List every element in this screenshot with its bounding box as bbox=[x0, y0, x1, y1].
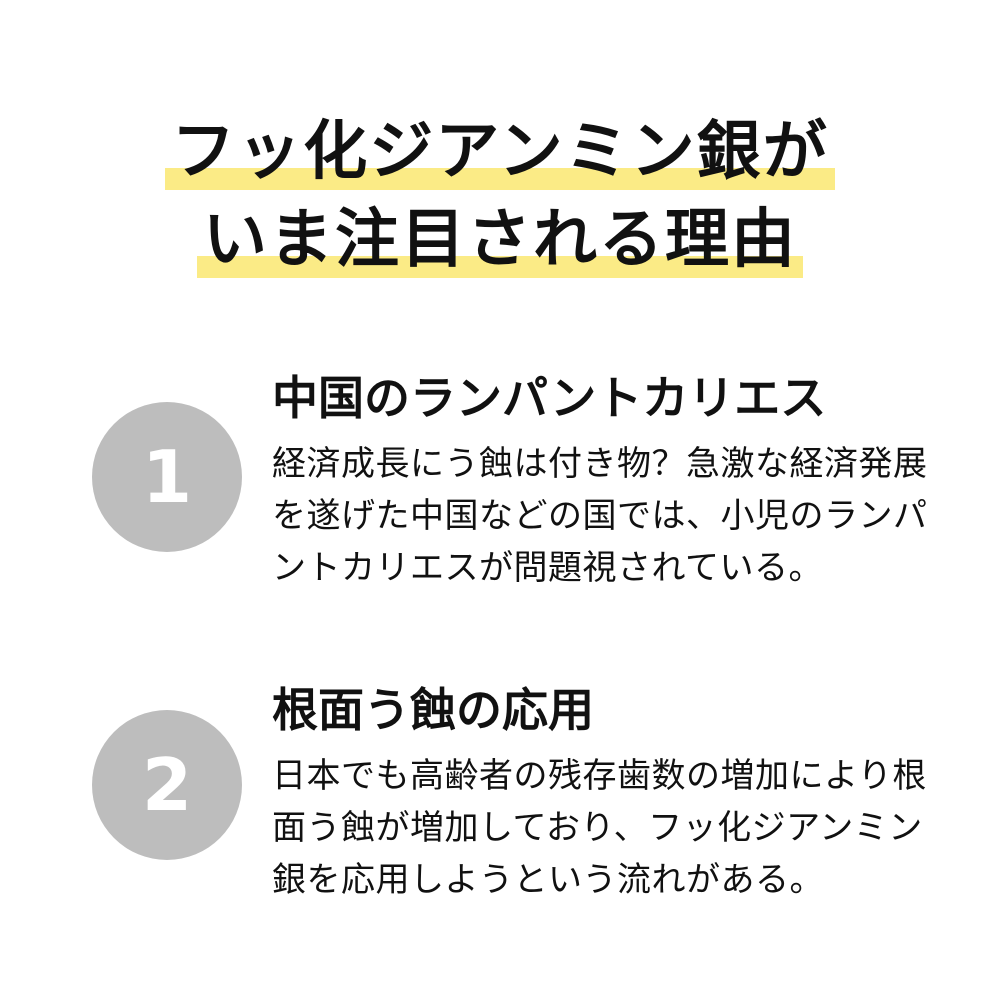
number-badge-1: 1 bbox=[92, 402, 242, 552]
title-line-2: いま注目される理由 bbox=[197, 196, 803, 284]
reason-body-2: 日本でも高齢者の残存歯数の増加により根面う蝕が増加しており、フッ化ジアンミン銀を… bbox=[272, 756, 927, 900]
title-line-1-text: フッ化ジアンミン銀が bbox=[171, 115, 829, 189]
title-highlight bbox=[197, 256, 803, 278]
title-line-1: フッ化ジアンミン銀が bbox=[165, 108, 835, 196]
page-title: フッ化ジアンミン銀が いま注目される理由 bbox=[0, 108, 1000, 284]
reason-heading-2: 根面う蝕の応用 bbox=[272, 683, 594, 737]
reason-body-1: 経済成長にう蝕は付き物？急激な経済発展を遂げた中国などの国では、小児のランパント… bbox=[272, 444, 928, 588]
title-highlight bbox=[165, 168, 835, 190]
reason-heading-1: 中国のランパントカリエス bbox=[272, 371, 827, 425]
title-line-2-text: いま注目される理由 bbox=[203, 203, 797, 277]
number-badge-2: 2 bbox=[92, 710, 242, 860]
